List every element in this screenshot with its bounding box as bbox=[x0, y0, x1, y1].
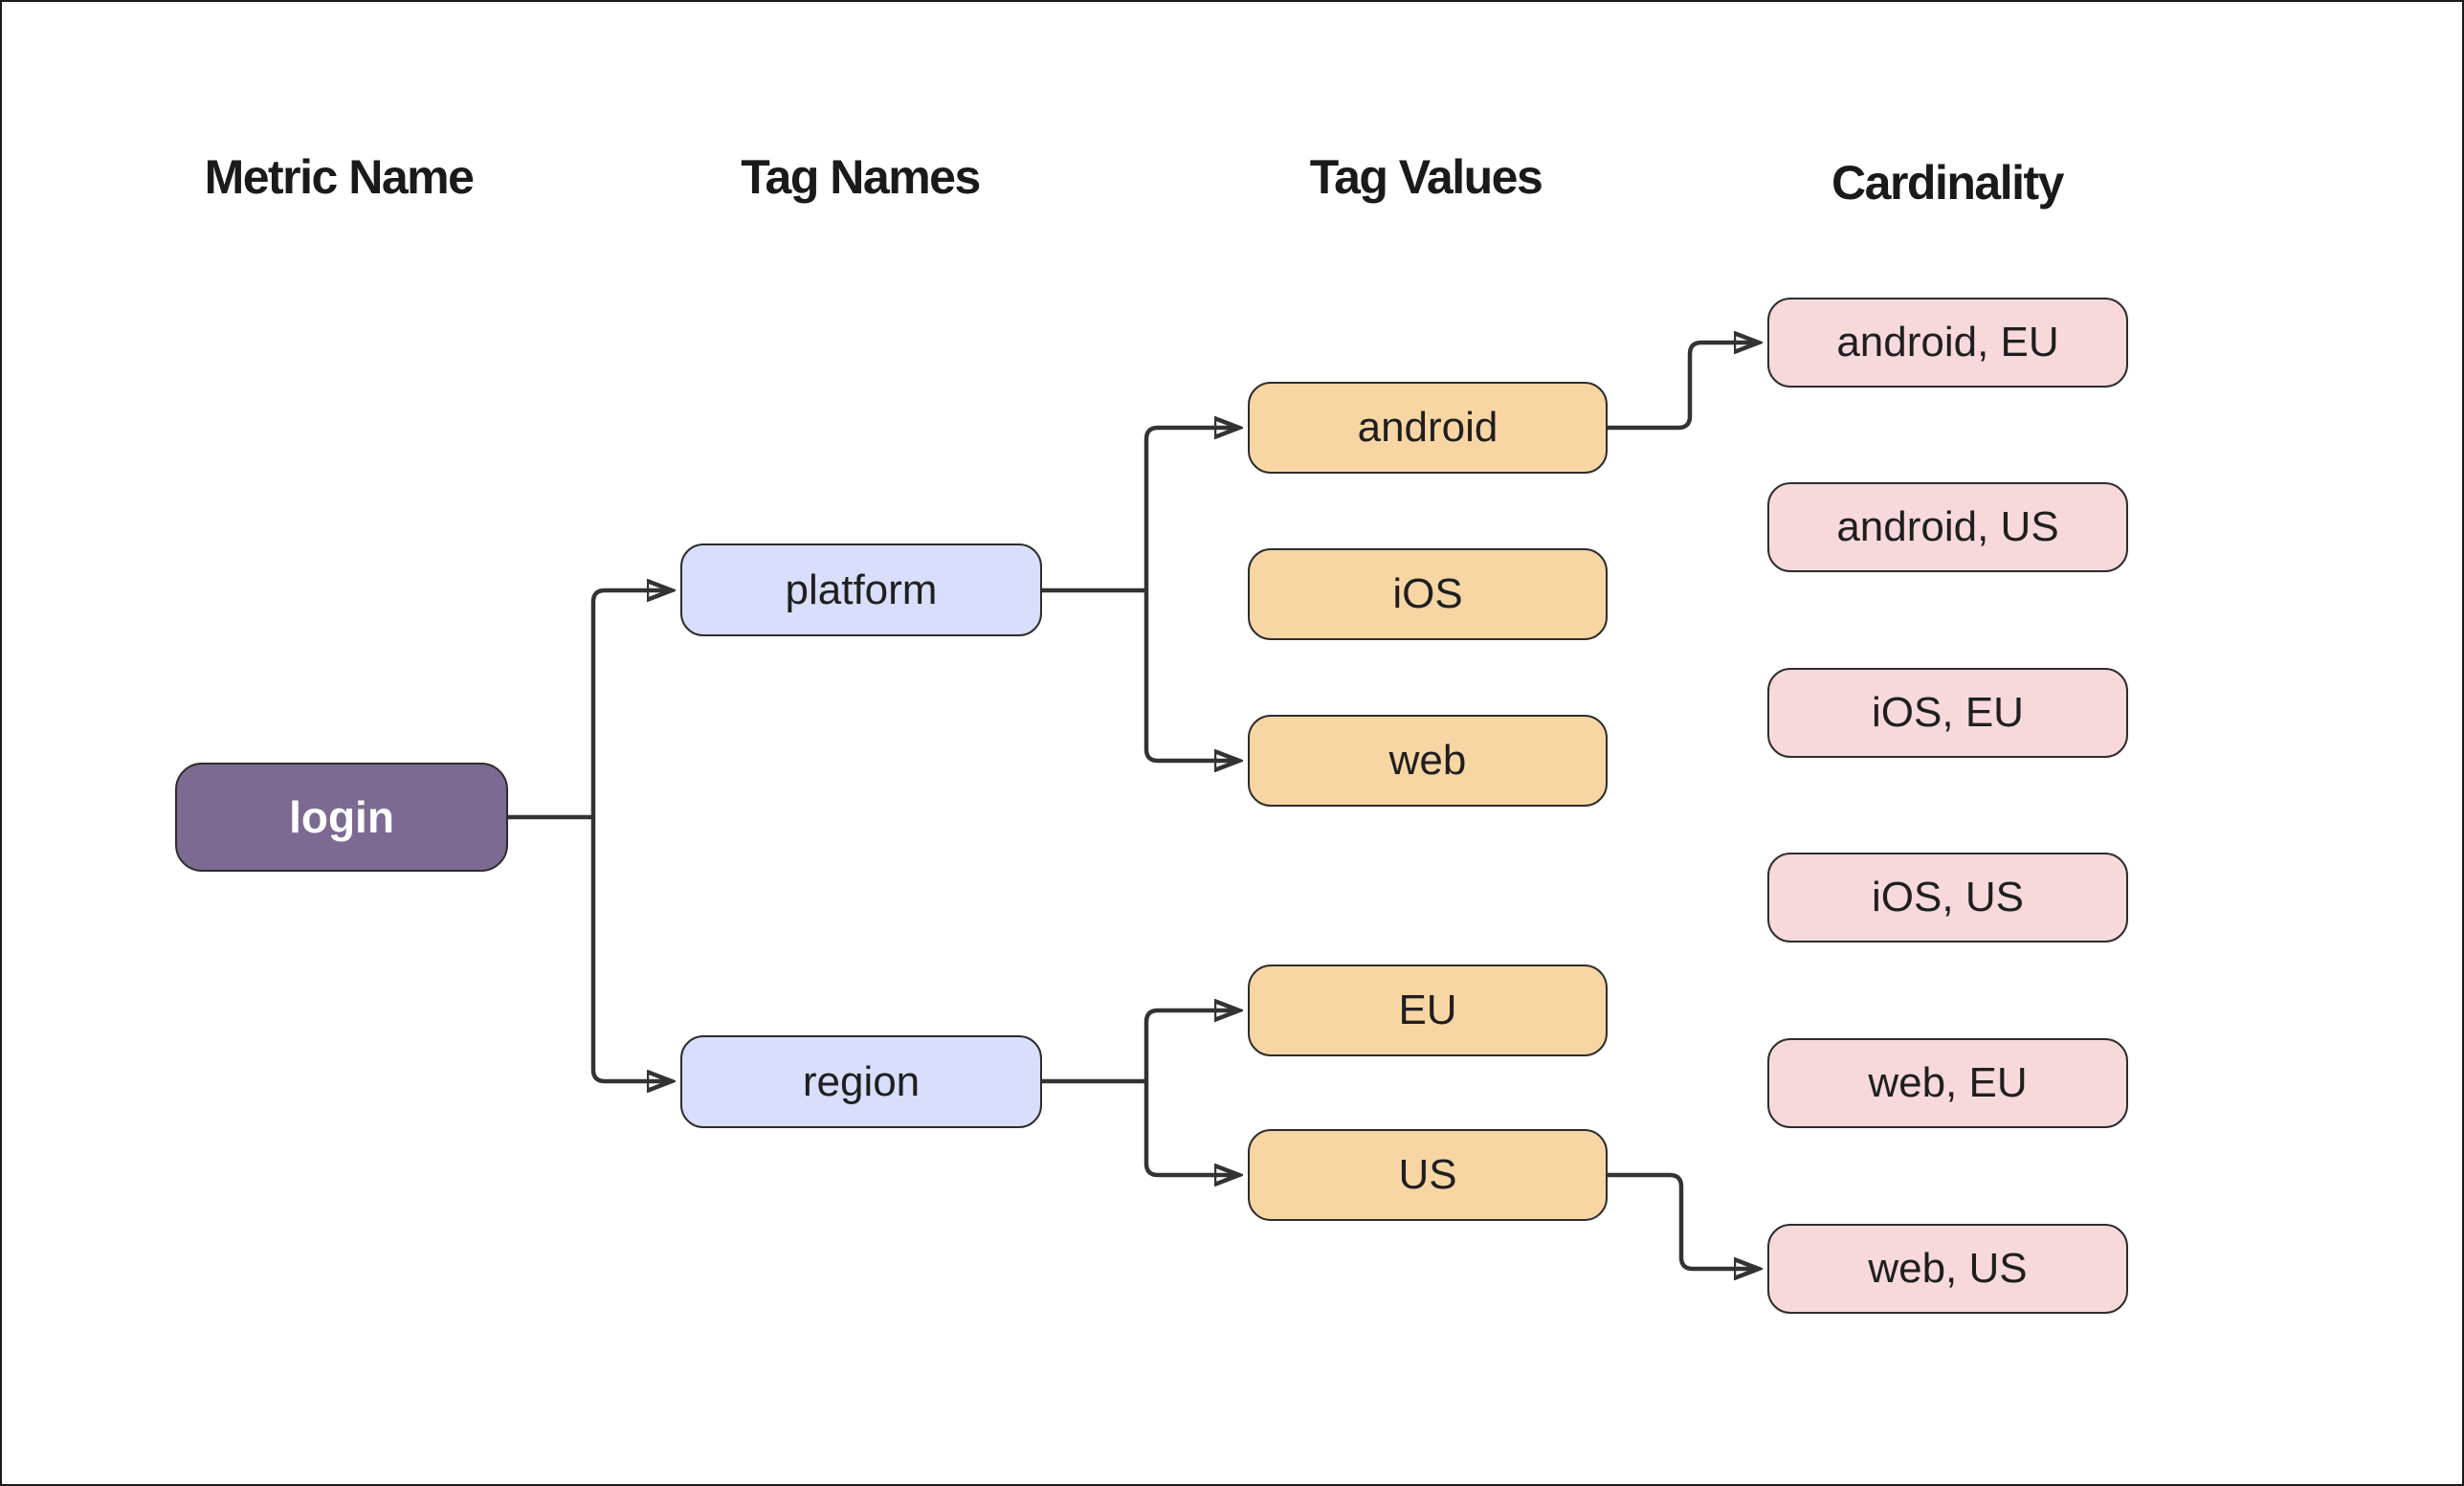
node-web-us-label: web, US bbox=[1868, 1245, 2028, 1292]
node-web: web bbox=[1248, 715, 1608, 807]
node-android-label: android bbox=[1357, 404, 1498, 451]
node-ios-us: iOS, US bbox=[1767, 853, 2128, 943]
node-eu-label: EU bbox=[1398, 987, 1457, 1033]
edge-login-platform bbox=[590, 590, 672, 817]
node-region: region bbox=[680, 1035, 1042, 1128]
node-region-label: region bbox=[802, 1057, 921, 1105]
node-ios-us-label: iOS, US bbox=[1872, 874, 2024, 920]
node-us: US bbox=[1248, 1129, 1608, 1221]
node-eu: EU bbox=[1248, 965, 1608, 1056]
node-ios-eu: iOS, EU bbox=[1767, 668, 2128, 758]
node-ios: iOS bbox=[1248, 548, 1608, 640]
node-web-eu-label: web, EU bbox=[1868, 1059, 2028, 1106]
node-web-us: web, US bbox=[1767, 1224, 2128, 1314]
node-android-us-label: android, US bbox=[1836, 503, 2059, 550]
node-web-eu: web, EU bbox=[1767, 1038, 2128, 1128]
node-ios-label: iOS bbox=[1392, 570, 1463, 617]
node-login-label: login bbox=[289, 792, 394, 842]
node-login: login bbox=[175, 763, 508, 872]
edge-region-us bbox=[1143, 1081, 1239, 1175]
node-android: android bbox=[1248, 382, 1608, 474]
edge-android-android-eu bbox=[1608, 343, 1759, 431]
node-platform: platform bbox=[680, 543, 1042, 636]
edge-platform-web bbox=[1143, 590, 1239, 761]
edge-us-web-us bbox=[1608, 1172, 1759, 1269]
node-android-eu: android, EU bbox=[1767, 298, 2128, 388]
node-ios-eu-label: iOS, EU bbox=[1872, 689, 2024, 736]
node-web-label: web bbox=[1388, 737, 1467, 784]
column-header-cardinality: Cardinality bbox=[1831, 156, 2064, 210]
edge-region-eu bbox=[1143, 1010, 1239, 1081]
node-android-eu-label: android, EU bbox=[1836, 319, 2059, 366]
node-android-us: android, US bbox=[1767, 482, 2128, 572]
column-header-metric-name: Metric Name bbox=[204, 150, 475, 204]
edge-platform-android bbox=[1143, 428, 1239, 590]
column-header-tag-names: Tag Names bbox=[741, 150, 981, 204]
column-header-tag-values: Tag Values bbox=[1309, 150, 1543, 204]
node-platform-label: platform bbox=[785, 566, 938, 613]
edge-login-region bbox=[590, 817, 672, 1081]
node-us-label: US bbox=[1398, 1151, 1457, 1198]
